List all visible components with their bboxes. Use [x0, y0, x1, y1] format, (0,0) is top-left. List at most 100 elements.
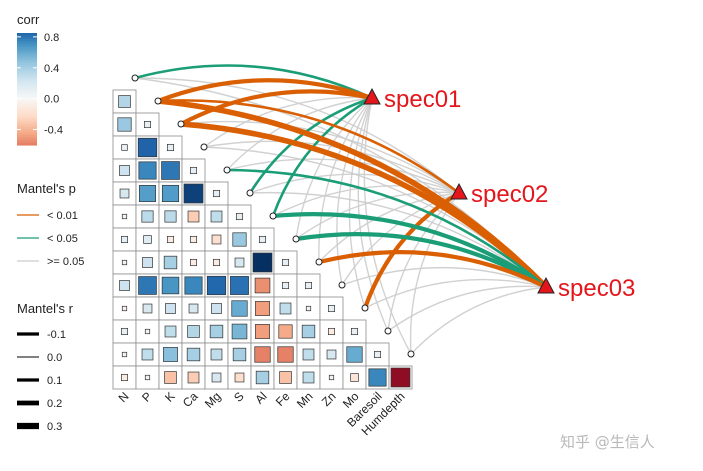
colorbar-segment	[17, 73, 37, 76]
colorbar-segment	[17, 81, 37, 84]
env-anchor	[200, 143, 208, 151]
heatmap-square	[183, 183, 204, 204]
heatmap-square	[189, 166, 198, 175]
colorbar-segment	[17, 63, 37, 66]
x-axis-label: Mg	[202, 389, 224, 411]
colorbar-segment	[17, 109, 37, 112]
mantel-link	[226, 97, 373, 171]
heatmap-square	[141, 210, 154, 223]
colorbar-segment	[17, 113, 37, 116]
colorbar-segment	[17, 135, 37, 138]
heatmap-square	[189, 235, 198, 244]
heatmap-square	[137, 137, 158, 158]
legend-mantel-p-title: Mantel's p	[17, 181, 76, 196]
heatmap-square	[120, 373, 129, 382]
legend-p-label: >= 0.05	[47, 256, 84, 268]
heatmap-square	[327, 327, 336, 336]
heatmap-square	[304, 281, 313, 290]
colorbar-segment	[17, 47, 37, 50]
heatmap-square	[161, 276, 180, 295]
colorbar-segment	[17, 117, 37, 120]
heatmap-square	[142, 257, 153, 268]
heatmap-square	[231, 323, 248, 340]
colorbar-segment	[17, 65, 37, 68]
x-axis-label: K	[162, 389, 178, 405]
x-axis-label: N	[116, 389, 132, 405]
colorbar-segment	[17, 77, 37, 80]
mantel-link	[156, 99, 461, 195]
x-axis-label: Al	[252, 389, 269, 406]
heatmap-square	[187, 210, 200, 223]
colorbar-segment	[17, 115, 37, 118]
x-axis-label: P	[139, 389, 155, 405]
legend-r-label: 0.3	[47, 421, 62, 433]
heatmap-square	[278, 324, 293, 339]
colorbar-segment	[17, 45, 37, 48]
heatmap-square	[211, 372, 222, 383]
heatmap-square	[206, 275, 227, 296]
heatmap-square	[164, 371, 177, 384]
heatmap-square	[211, 234, 222, 245]
colorbar-segment	[17, 55, 37, 58]
legend-r-label: 0.2	[47, 398, 62, 410]
colorbar-segment	[17, 123, 37, 126]
heatmap-square	[119, 188, 130, 199]
colorbar-segment	[17, 69, 37, 72]
colorbar-segment	[17, 71, 37, 74]
mantel-link	[203, 96, 373, 148]
colorbar-segment	[17, 59, 37, 62]
colorbar-segment	[17, 139, 37, 142]
species-label: spec03	[558, 275, 635, 302]
env-anchor	[177, 120, 185, 128]
colorbar-segment	[17, 131, 37, 134]
env-anchor	[246, 189, 254, 197]
heatmap-square	[232, 347, 247, 362]
colorbar-segment	[17, 91, 37, 94]
x-axis-label: Mn	[294, 389, 316, 411]
legend-p-label: < 0.01	[47, 210, 78, 222]
heatmap-square	[121, 259, 128, 266]
heatmap-square	[326, 349, 337, 360]
heatmap-square	[121, 351, 128, 358]
legend-mantel-r-title: Mantel's r	[17, 301, 74, 316]
heatmap-square	[121, 144, 128, 151]
mantel-link	[348, 97, 373, 309]
heatmap-square	[212, 258, 221, 267]
colorbar-segment	[17, 41, 37, 44]
colorbar-segment	[17, 111, 37, 114]
mantel-link	[295, 97, 373, 240]
heatmap-square	[232, 232, 247, 247]
env-anchor	[292, 235, 300, 243]
heatmap-square	[281, 258, 290, 267]
mantel-link	[225, 168, 548, 289]
heatmap-square	[143, 235, 152, 244]
heatmap-square	[163, 347, 178, 362]
heatmap-square	[120, 235, 129, 244]
colorbar-segment	[17, 119, 37, 122]
colorbar-tick-label: 0.4	[44, 63, 59, 75]
x-axis-label: S	[231, 389, 247, 405]
correlation-heatmap	[112, 89, 413, 390]
env-anchor	[154, 97, 162, 105]
mantel-link	[249, 191, 547, 288]
legend-corr-ticks: 0.80.40.0-0.4	[17, 32, 63, 137]
species-label: spec01	[384, 86, 461, 113]
heatmap-square	[209, 324, 224, 339]
heatmap-square	[254, 277, 271, 294]
mantel-link	[336, 97, 373, 286]
heatmap-square	[231, 300, 248, 317]
heatmap-square	[210, 348, 223, 361]
heatmap-square	[121, 213, 128, 220]
colorbar-segment	[17, 35, 37, 38]
heatmap-square	[144, 374, 151, 381]
colorbar-segment	[17, 105, 37, 108]
heatmap-square	[234, 372, 245, 383]
heatmap-square	[373, 350, 382, 359]
heatmap-square	[346, 346, 363, 363]
heatmap-square	[119, 280, 130, 291]
heatmap-square	[138, 276, 157, 295]
colorbar-tick-label: 0.8	[44, 32, 59, 44]
colorbar-segment	[17, 93, 37, 96]
mantel-link	[293, 232, 549, 290]
